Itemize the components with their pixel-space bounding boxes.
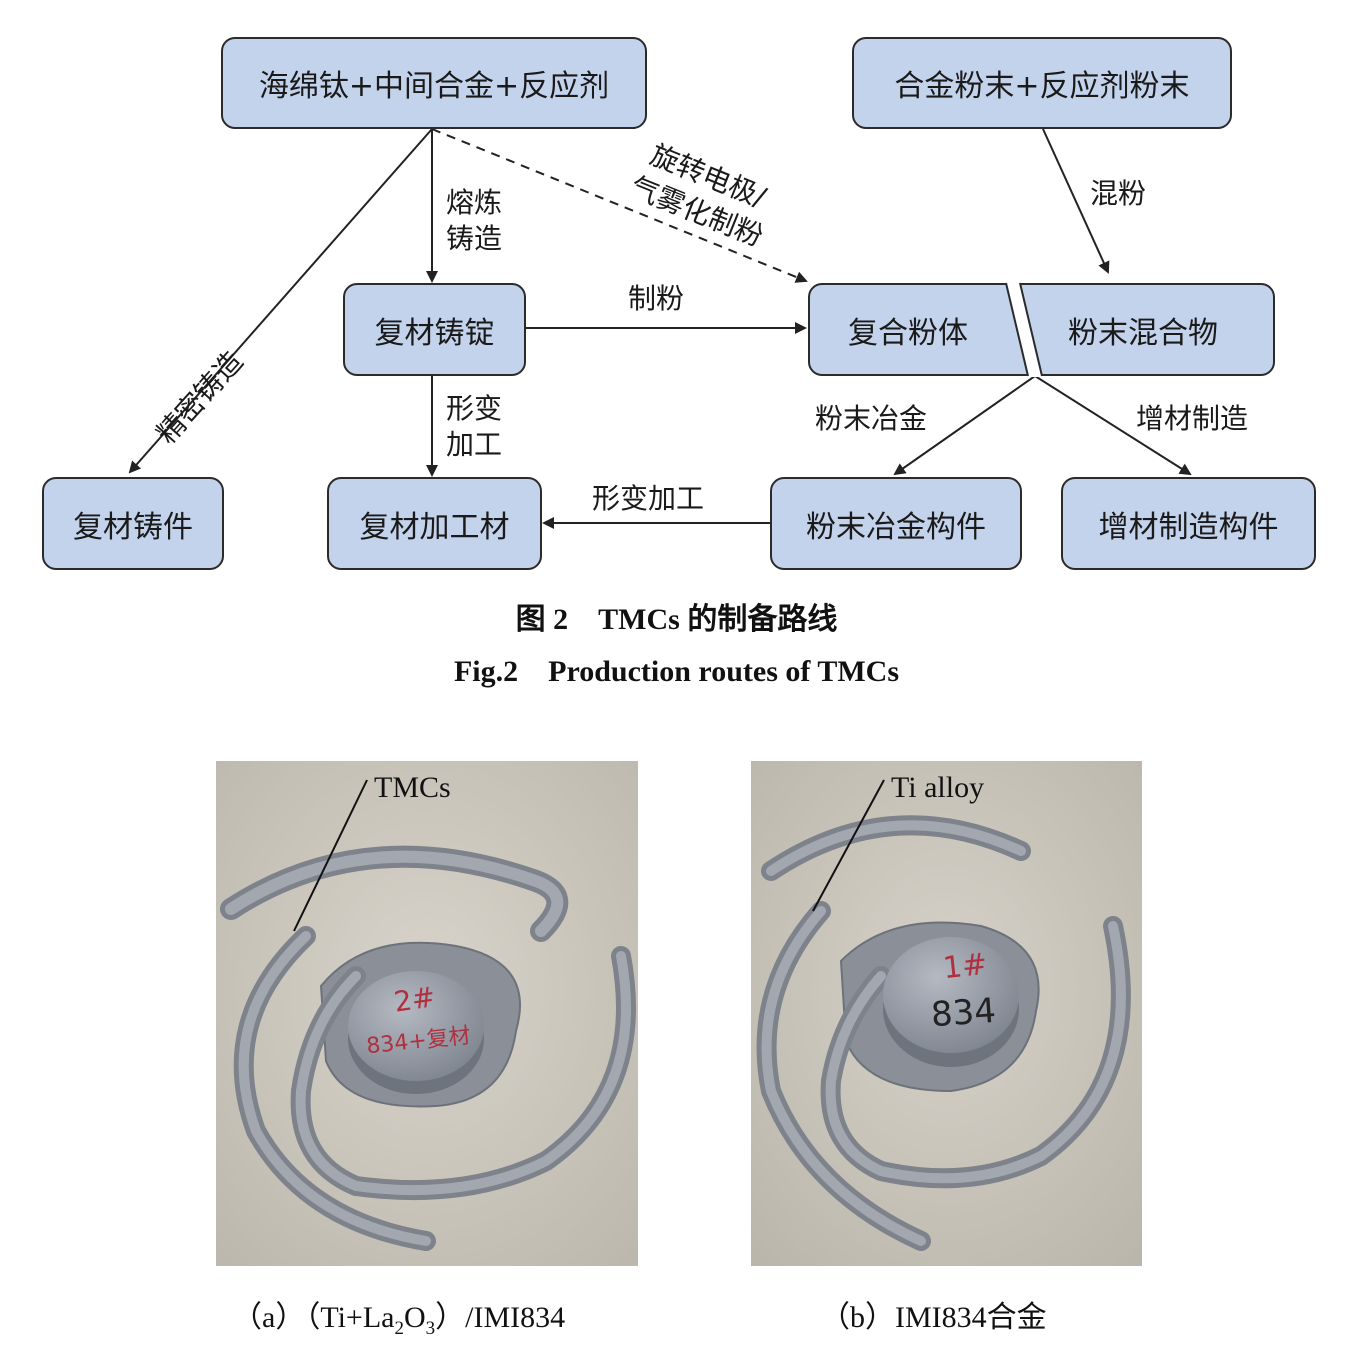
node-composite-powder: 复合粉体 <box>848 315 968 351</box>
photo-b-marking-1: 1# <box>941 946 989 987</box>
node-powder-mixture: 粉末混合物 <box>1068 315 1218 351</box>
photo-a-caption-suffix: ）/IMI834 <box>435 1301 566 1334</box>
arrow-mix-powder <box>1042 128 1110 274</box>
figure-caption-en: Fig.2 Production routes of TMCs <box>453 655 899 688</box>
arrow-powder-metallurgy <box>893 375 1036 476</box>
arrow-additive-mfg <box>1034 375 1192 476</box>
label-deform-1: 形变 <box>446 392 503 425</box>
label-melt-cast-1: 熔炼 <box>446 186 503 219</box>
node-ingot: 复材铸锭 <box>343 283 526 376</box>
flow-arrows <box>128 128 1192 529</box>
node-wrought: 复材加工材 <box>327 477 542 570</box>
photo-a-caption-sub1: 2 <box>394 1318 404 1339</box>
label-melt-cast-2: 铸造 <box>446 222 503 255</box>
photo-a-caption-sub2: 3 <box>425 1318 436 1339</box>
label-powder-metallurgy: 粉末冶金 <box>815 402 928 435</box>
label-deform-processing: 形变加工 <box>592 482 705 515</box>
photo-tmcs-part: TMCs 2# 834+复材 <box>216 761 638 1266</box>
arrow-precision-casting <box>128 128 433 474</box>
node-raw-powder: 合金粉末+反应剂粉末 <box>852 37 1232 129</box>
photo-a-image <box>216 761 638 1266</box>
photo-ti-alloy-part: Ti alloy 1# 834 <box>751 761 1142 1266</box>
label-additive-mfg: 增材制造 <box>1136 402 1249 435</box>
label-mix-powder: 混粉 <box>1090 177 1147 210</box>
photo-a-caption: （a）（Ti+La2O3）/IMI834 <box>232 1292 565 1340</box>
label-make-powder: 制粉 <box>628 282 685 315</box>
photo-a-caption-prefix: （a）（Ti+La <box>232 1301 395 1334</box>
node-raw-sponge: 海绵钛+中间合金+反应剂 <box>221 37 647 129</box>
node-composite-powder-group: 复合粉体 粉末混合物 <box>808 283 1275 376</box>
photo-b-marking-2: 834 <box>929 990 998 1036</box>
photo-a-annotation: TMCs <box>374 771 451 804</box>
label-deform-2: 加工 <box>446 428 503 461</box>
photo-b-image <box>751 761 1142 1266</box>
node-pm-part: 粉末冶金构件 <box>770 477 1022 570</box>
node-casting: 复材铸件 <box>42 477 224 570</box>
photo-b-caption: （b）IMI834合金 <box>820 1301 1047 1334</box>
node-am-part: 增材制造构件 <box>1061 477 1316 570</box>
photo-a-marking-1: 2# <box>391 980 438 1019</box>
arrow-atomize <box>431 128 808 283</box>
figure-caption-cn: 图 2 TMCs 的制备路线 <box>515 603 838 636</box>
photo-b-annotation: Ti alloy <box>891 771 985 804</box>
photo-a-caption-mid: O <box>403 1301 426 1334</box>
